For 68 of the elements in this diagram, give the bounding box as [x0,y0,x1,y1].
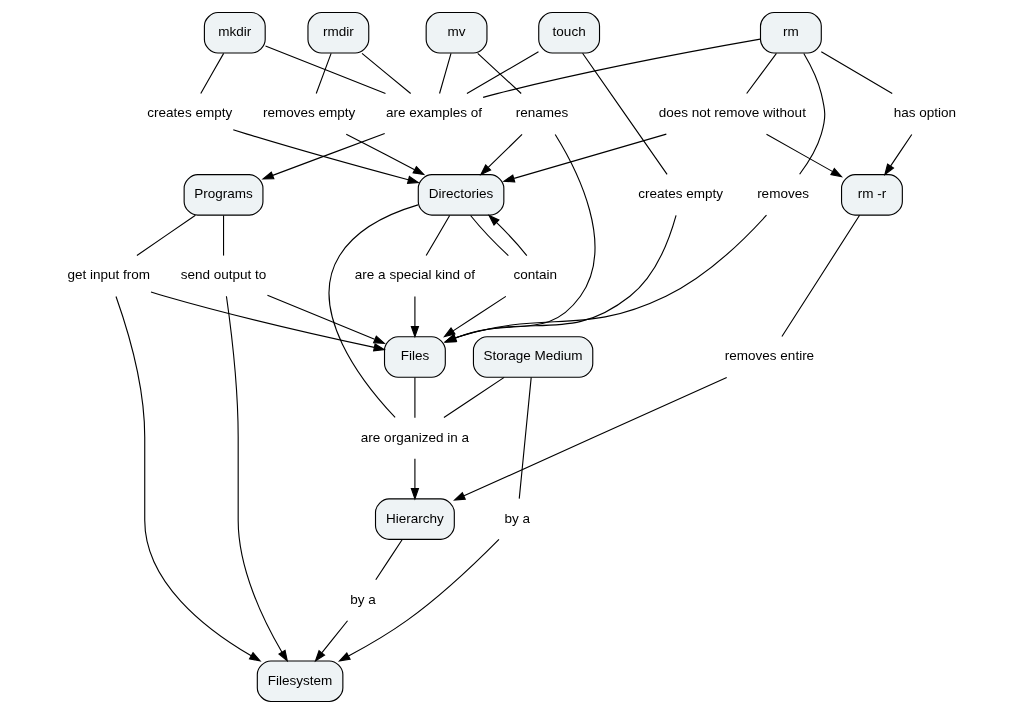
arrow [479,133,523,176]
connector [328,204,419,418]
node-box: Filesystem [256,660,344,703]
connector [582,52,668,175]
node-box: rm -r [841,174,903,216]
connector [799,52,826,175]
arrow [443,295,507,338]
arrow [338,538,500,662]
node-box: touch [538,11,601,54]
arrow [410,458,420,501]
arrow [765,133,843,178]
node-text: does not remove without [658,105,806,121]
connector [315,52,332,95]
arrow [261,132,386,180]
node-text: are examples of [386,105,483,121]
node-text: creates empty [147,105,233,121]
arrow [266,294,386,344]
node-text: removes entire [724,348,815,364]
connector [375,539,403,581]
connector [439,52,452,95]
arrow [225,295,289,663]
node-box: Directories [417,174,505,216]
node-box: Files [383,336,446,378]
connector [781,214,861,338]
node-box: Hierarchy [374,498,455,540]
node-box: rm [759,11,822,54]
node-text: creates empty [638,186,723,202]
node-box: Storage Medium [472,336,594,378]
node-text: by a [350,591,376,607]
arrow [453,376,728,501]
connector [414,377,416,419]
node-text: renames [515,105,569,121]
connector [222,214,225,257]
node-text: removes [757,186,809,202]
connector [746,52,777,95]
node-text: removes empty [262,105,356,121]
node-box: Programs [183,174,264,216]
arrow [502,133,667,183]
node-text: has option [893,105,957,121]
connector [361,52,412,95]
connector [518,376,532,500]
node-text: are a special kind of [354,267,475,283]
arrow [232,129,420,184]
node-text: get input from [67,267,150,283]
connector [470,214,509,257]
connector [200,52,225,95]
connector [136,214,196,257]
arrow [150,291,386,352]
arrow [314,620,349,663]
connector [264,45,387,95]
connector [820,51,893,95]
arrow [410,296,420,339]
arrow [345,133,426,176]
node-text: send output to [180,267,267,283]
node-box: rmdir [307,11,370,54]
connector [466,51,540,95]
node-text: are organized in a [360,429,469,445]
connector [482,38,761,98]
connector [443,376,505,419]
connector [425,214,451,257]
arrow [487,214,528,257]
node-text: by a [504,510,531,526]
arrow [115,295,262,662]
connector [477,52,522,95]
arrow [883,133,913,176]
node-box: mkdir [203,11,266,54]
node-box: mv [425,11,488,54]
node-text: contain [513,267,558,283]
